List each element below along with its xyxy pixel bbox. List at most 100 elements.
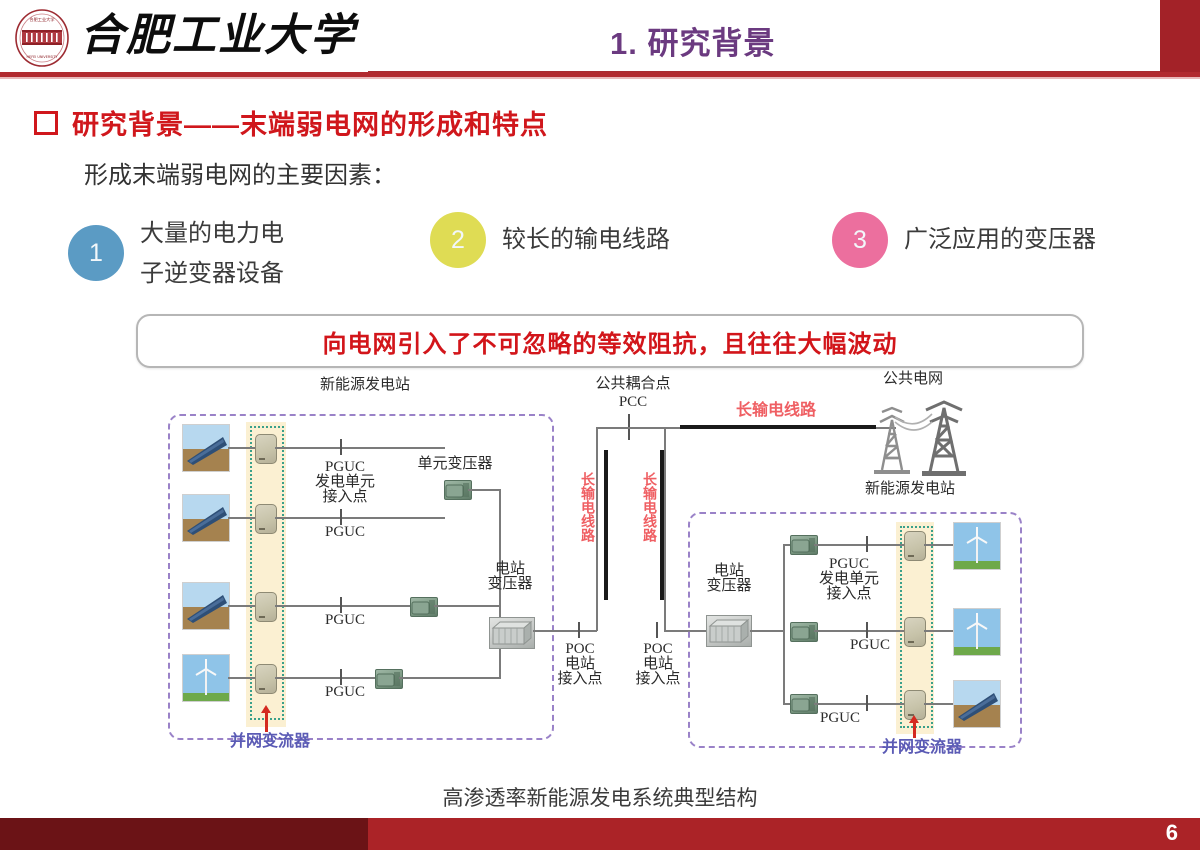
unit-transformer-r2 [790, 622, 818, 642]
label-poc-left: POC 电站 接入点 [557, 641, 603, 687]
wire-xfmr1-collector [468, 489, 500, 491]
wire-inv-r3-pv [924, 703, 954, 705]
page-title: 1. 研究背景 [610, 26, 776, 61]
pv-panel-image-r1 [953, 680, 1001, 728]
label-pguc-point-right: PGUC 发电单元 接入点 [818, 556, 879, 602]
section-heading: 研究背景——末端弱电网的形成和特点 [34, 103, 548, 142]
wire-right-substation-collector [750, 630, 784, 632]
wire-xfmr3-collector [399, 677, 500, 679]
wind-turbine-image-r1 [953, 522, 1001, 570]
system-architecture-diagram: 新能源发电站 [0, 372, 1200, 792]
label-poc-right: POC 电站 接入点 [635, 641, 681, 687]
grid-converter-4 [255, 664, 277, 694]
grid-converter-r2 [904, 617, 926, 647]
pguc-tick-4 [340, 669, 342, 685]
pguc-tick-1 [340, 439, 342, 455]
station-transformer-right [706, 615, 752, 647]
section-heading-text: 研究背景——末端弱电网的形成和特点 [72, 110, 548, 140]
header-divider-soft [0, 77, 1200, 79]
wire-pv2-inv [228, 517, 255, 519]
label-pguc-left-4: PGUC [324, 684, 365, 700]
wire-inv1-bus [275, 447, 445, 449]
right-converter-dotted-outline [900, 526, 933, 728]
factor-label-2: 较长的输电线路 [502, 226, 670, 253]
wire-xfmr-r3-inv [814, 703, 906, 705]
wire-inv-r2-wind [924, 630, 954, 632]
grid-converter-1 [255, 434, 277, 464]
university-seal-icon: 合肥工业大学 HEFEI UNIVERSITY [12, 8, 72, 68]
wire-pv1-inv [228, 447, 255, 449]
factor-item-2: 2 较长的输电线路 [430, 212, 670, 268]
left-collector-bus [499, 489, 501, 679]
station-transformer-left [489, 617, 535, 649]
pguc-tick-3 [340, 597, 342, 613]
label-station-left: 新能源发电站 [319, 377, 410, 393]
left-converter-arrow-icon [261, 705, 271, 732]
wind-turbine-image-1 [182, 654, 230, 702]
footer-bar-left [0, 818, 368, 850]
header-divider [0, 72, 1200, 77]
unit-transformer-r1 [790, 535, 818, 555]
factor-badge-2: 2 [430, 212, 486, 268]
wind-turbine-image-r2 [953, 608, 1001, 656]
long-line-vertical-1 [604, 450, 608, 600]
wire-inv4-bus [275, 677, 375, 679]
factor-label-3: 广泛应用的变压器 [904, 226, 1096, 253]
poc-tick-right [656, 622, 658, 638]
poc-tick-left [578, 622, 580, 638]
wire-pv3-inv [228, 605, 255, 607]
wire-wind1-inv [228, 677, 255, 679]
label-station-transformer-left: 电站 变压器 [487, 561, 533, 592]
label-unit-transformer: 单元变压器 [417, 456, 493, 472]
pv-panel-image-1 [182, 424, 230, 472]
long-line-vertical-2 [660, 450, 664, 600]
label-pguc-left-3: PGUC [324, 612, 365, 628]
conclusion-text: 向电网引入了不可忽略的等效阻抗，且往往大幅波动 [322, 330, 898, 358]
university-name: 合肥工业大学 [80, 11, 356, 60]
grid-converter-2 [255, 504, 277, 534]
label-pguc-right-2: PGUC [849, 637, 890, 653]
sub-heading: 形成末端弱电网的主要因素： [84, 162, 396, 189]
svg-text:合肥工业大学: 合肥工业大学 [29, 16, 54, 23]
factor-item-3: 3 广泛应用的变压器 [832, 212, 1096, 268]
transmission-tower-icon [862, 392, 982, 482]
square-bullet-icon [34, 110, 58, 135]
factor-label-1: 大量的电力电 子逆变器设备 [140, 220, 284, 287]
pguc-tick-r3 [866, 695, 868, 711]
label-public-grid: 公共电网 [882, 371, 943, 387]
page-number: 6 [1165, 820, 1178, 845]
header-right-accent-band [1160, 0, 1200, 74]
wire-poc-left-up [596, 427, 598, 631]
right-converter-arrow-icon [909, 715, 919, 738]
footer-bar-right [368, 818, 1200, 850]
long-line-horizontal [680, 425, 876, 429]
label-station-transformer-right: 电站 变压器 [706, 563, 752, 594]
factor-badge-1: 1 [68, 225, 124, 281]
wire-inv2-bus [275, 517, 445, 519]
grid-converter-3 [255, 592, 277, 622]
pguc-tick-2 [340, 509, 342, 525]
wire-inv-r1-wind [924, 544, 954, 546]
unit-transformer-2 [410, 597, 438, 617]
conclusion-callout-box: 向电网引入了不可忽略的等效阻抗，且往往大幅波动 [136, 314, 1084, 368]
label-station-right: 新能源发电站 [864, 481, 955, 497]
label-grid-converter-left: 并网变流器 [229, 733, 310, 750]
wire-left-substation-poc [533, 630, 597, 632]
label-grid-converter-right: 并网变流器 [881, 739, 962, 756]
label-long-line-horizontal: 长输电线路 [735, 402, 816, 419]
grid-converter-r1 [904, 531, 926, 561]
pv-panel-image-3 [182, 582, 230, 630]
wire-xfmr-r2-inv [814, 630, 906, 632]
factor-item-1: 1 大量的电力电 子逆变器设备 [68, 212, 284, 294]
pguc-tick-r2 [866, 622, 868, 638]
wire-poc-right-up [664, 427, 666, 631]
label-long-line-vertical-2: 长输电线路 [641, 472, 656, 542]
left-station-boundary [168, 414, 554, 740]
right-collector-bus [783, 544, 785, 704]
label-pguc-right-3: PGUC [819, 710, 860, 726]
label-pcc-code: PCC [618, 394, 648, 410]
pguc-tick-r1 [866, 536, 868, 552]
label-long-line-vertical-1: 长输电线路 [579, 472, 594, 542]
factor-badge-3: 3 [832, 212, 888, 268]
